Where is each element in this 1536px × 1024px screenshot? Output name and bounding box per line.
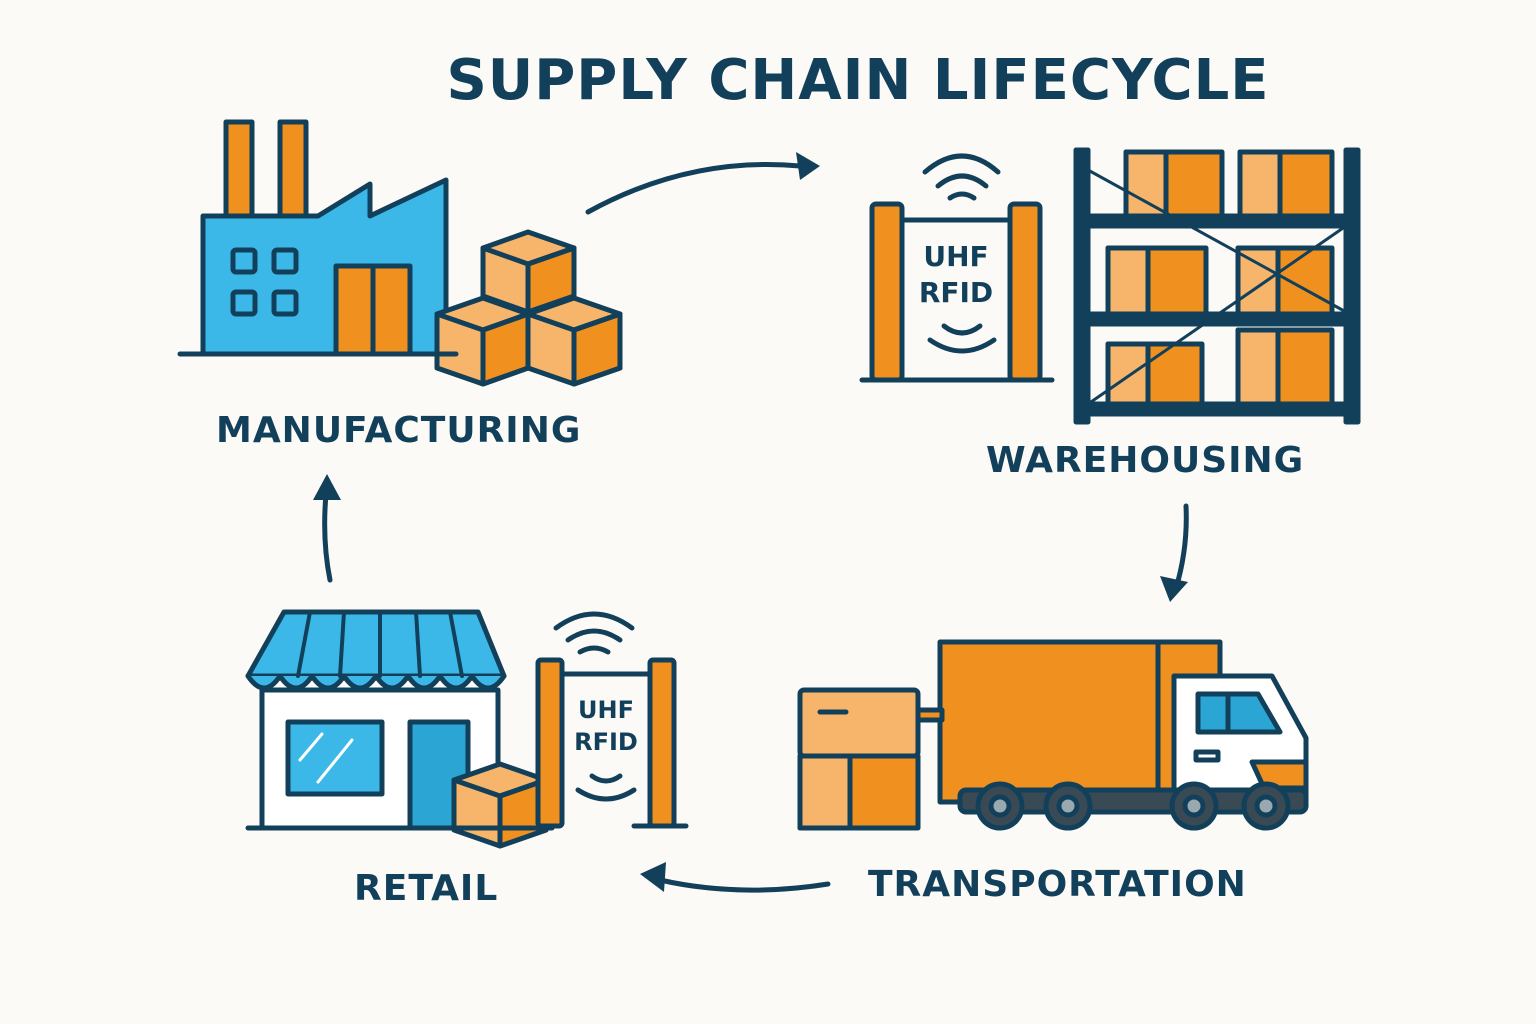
- stage-label-warehousing: WAREHOUSING: [986, 440, 1305, 481]
- rfid-gate-line1: UHF: [578, 696, 634, 724]
- flow-arrow-warehousing-to-transportation: [1173, 503, 1189, 591]
- arrowhead: [640, 862, 666, 892]
- diagram-title: SUPPLY CHAIN LIFECYCLE: [446, 48, 1270, 113]
- stage-label-transportation: TRANSPORTATION: [868, 864, 1247, 905]
- warehouse-shelf-icon: [1073, 147, 1361, 425]
- cardboard-boxes-icon: [434, 229, 623, 387]
- rfid-gate-line2: RFID: [919, 276, 993, 309]
- arrowhead: [1160, 576, 1188, 602]
- rfid-gate-line1: UHF: [923, 240, 988, 273]
- rfid-gate-icon: [859, 153, 1055, 383]
- flow-arrow-manufacturing-to-warehousing: [585, 162, 803, 215]
- rfid-gate-icon: [535, 611, 689, 829]
- pallet-boxes-icon: [797, 687, 921, 831]
- cardboard-box-icon: [451, 761, 549, 849]
- factory-icon: [200, 119, 449, 357]
- stage-label-manufacturing: MANUFACTURING: [216, 410, 582, 451]
- flow-arrow-retail-to-manufacturing: [322, 491, 333, 583]
- flow-arrow-transportation-to-retail: [657, 877, 831, 893]
- rfid-gate-line2: RFID: [574, 728, 638, 756]
- stage-label-retail: RETAIL: [354, 868, 499, 909]
- arrowhead: [313, 474, 341, 500]
- delivery-truck-icon: [913, 639, 1309, 831]
- arrowhead: [796, 152, 820, 180]
